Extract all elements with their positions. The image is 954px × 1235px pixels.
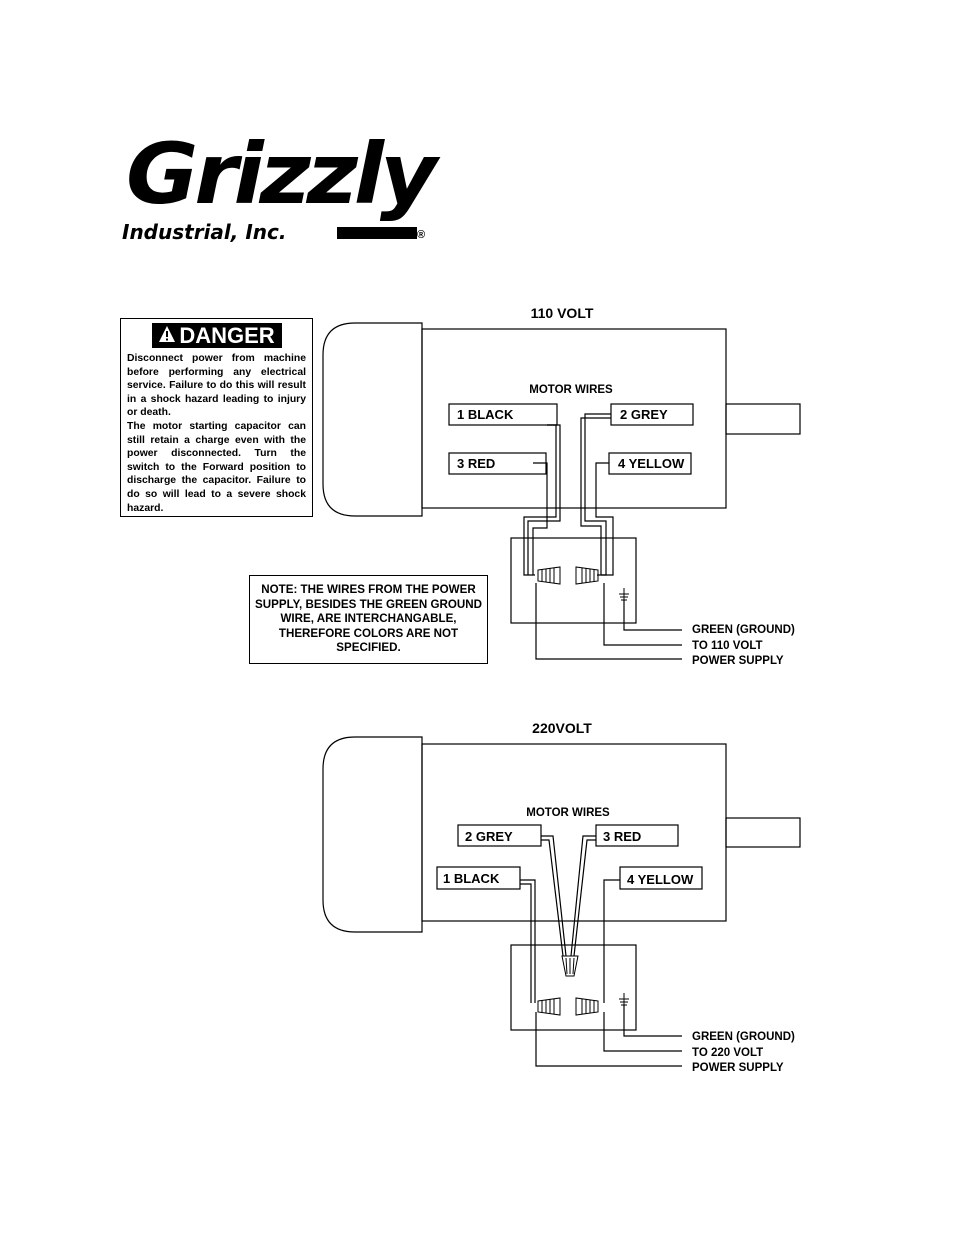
- supply-label-2-110v: POWER SUPPLY: [692, 655, 784, 667]
- wire-3-label-110v: 3 RED: [457, 456, 495, 471]
- warning-triangle-icon: [158, 323, 176, 348]
- supply-label-2-220v: POWER SUPPLY: [692, 1062, 784, 1074]
- note-box: NOTE: THE WIRES FROM THE POWER SUPPLY, B…: [249, 575, 488, 664]
- wire-4-label-110v: 4 YELLOW: [618, 456, 685, 471]
- title-110v: 110 VOLT: [531, 305, 594, 321]
- junction-box-220v: [510, 944, 637, 1031]
- wire-4-label-220v: 4 YELLOW: [627, 872, 694, 887]
- motor-110v: [322, 322, 801, 517]
- motor-shaft-110v: [725, 403, 801, 435]
- wire-2-label-110v: 2 GREY: [620, 407, 668, 422]
- wires-110v: [523, 413, 682, 660]
- ground-label-110v: GREEN (GROUND): [692, 624, 795, 636]
- logo-subtitle: Industrial, Inc.: [122, 220, 287, 244]
- wire-2-label-220v: 2 GREY: [465, 829, 513, 844]
- grizzly-logo: Grizzly Industrial, Inc. ®: [122, 132, 442, 250]
- danger-header-label: DANGER: [179, 323, 275, 348]
- registered-mark: ®: [417, 229, 426, 241]
- motor-wires-label-110v: MOTOR WIRES: [529, 384, 613, 396]
- wire-nuts-220v: [537, 955, 629, 1016]
- motor-wires-label-220v: MOTOR WIRES: [526, 807, 610, 819]
- wires-220v: [520, 835, 682, 1067]
- logo-brand: Grizzly: [126, 125, 437, 223]
- supply-label-1-110v: TO 110 VOLT: [692, 640, 763, 652]
- logo-underline-bar: [337, 227, 417, 239]
- danger-paragraph-2: The motor starting capacitor can still r…: [127, 420, 306, 514]
- danger-warning-box: DANGER Disconnect power from machine bef…: [120, 318, 313, 517]
- junction-box-110v: [510, 537, 637, 624]
- motor-shaft-220v: [725, 817, 801, 848]
- supply-label-1-220v: TO 220 VOLT: [692, 1047, 763, 1059]
- motor-endcap-220v: [322, 736, 423, 933]
- title-220v: 220VOLT: [532, 720, 592, 736]
- motor-220v: [322, 736, 801, 933]
- wire-1-label-110v: 1 BLACK: [457, 407, 514, 422]
- wire-label-box-1-black-220: [436, 866, 521, 890]
- danger-header: DANGER: [151, 323, 282, 348]
- ground-label-220v: GREEN (GROUND): [692, 1031, 795, 1043]
- wire-label-box-4-yellow-220: [619, 866, 703, 890]
- danger-paragraph-1: Disconnect power from machine before per…: [127, 353, 306, 419]
- wire-1-label-220v: 1 BLACK: [443, 871, 500, 886]
- motor-endcap-110v: [322, 322, 423, 517]
- wire-label-box-1-black: [448, 403, 558, 426]
- wire-nuts-110v: [537, 566, 629, 601]
- wire-3-label-220v: 3 RED: [603, 829, 641, 844]
